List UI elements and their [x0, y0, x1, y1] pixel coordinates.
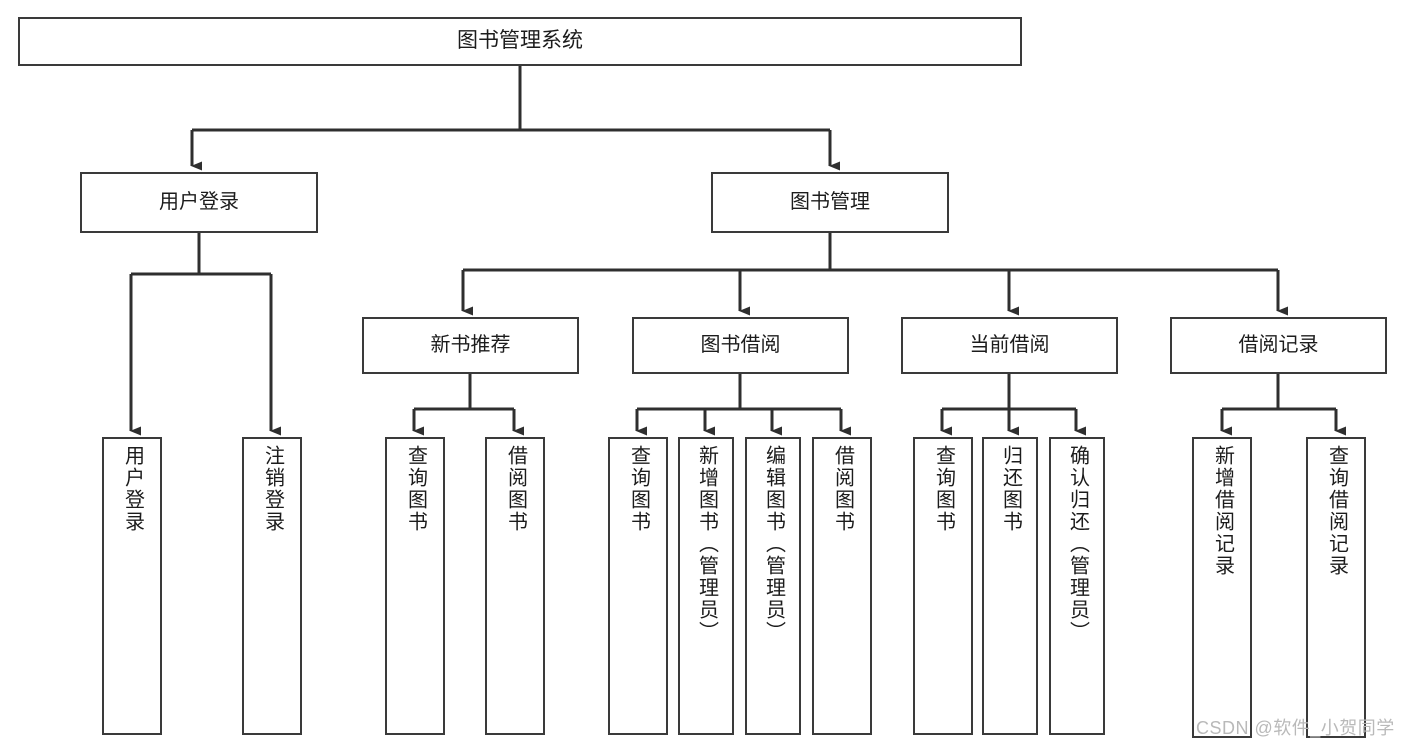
node-label: 用户登录	[159, 191, 239, 213]
leaf-current-confirm-return-admin[interactable]: 确认归还（管理员）	[1049, 437, 1105, 735]
leaf-user-login-logout[interactable]: 注销登录	[242, 437, 302, 735]
node-borrow-record[interactable]: 借阅记录	[1170, 317, 1387, 374]
leaf-borrow-add-book-admin[interactable]: 新增图书（管理员）	[678, 437, 734, 735]
node-current-borrow[interactable]: 当前借阅	[901, 317, 1118, 374]
watermark-text: CSDN @软件_小贺同学	[1196, 718, 1395, 738]
node-label: 图书管理系统	[457, 29, 583, 53]
node-root-system[interactable]: 图书管理系统	[18, 17, 1022, 66]
node-new-book-recommend[interactable]: 新书推荐	[362, 317, 579, 374]
node-label: 借阅记录	[1238, 334, 1319, 356]
leaf-label: 新增借阅记录	[1211, 445, 1234, 577]
leaf-label: 查询图书	[404, 445, 427, 533]
leaf-label: 确认归还（管理员）	[1066, 445, 1089, 643]
leaf-user-login-login[interactable]: 用户登录	[102, 437, 162, 735]
node-book-management[interactable]: 图书管理	[711, 172, 949, 233]
leaf-label: 查询图书	[932, 445, 955, 533]
leaf-label: 借阅图书	[831, 445, 854, 533]
leaf-new-book-query[interactable]: 查询图书	[385, 437, 445, 735]
node-book-borrow[interactable]: 图书借阅	[632, 317, 849, 374]
leaf-label: 新增图书（管理员）	[695, 445, 718, 643]
leaf-current-query-book[interactable]: 查询图书	[913, 437, 973, 735]
leaf-record-add-record[interactable]: 新增借阅记录	[1192, 437, 1252, 738]
node-label: 图书管理	[790, 191, 870, 213]
leaf-current-return-book[interactable]: 归还图书	[982, 437, 1038, 735]
leaf-label: 借阅图书	[504, 445, 527, 533]
leaf-label: 用户登录	[121, 445, 144, 533]
leaf-record-query-record[interactable]: 查询借阅记录	[1306, 437, 1366, 738]
node-label: 当前借阅	[969, 334, 1050, 356]
leaf-label: 编辑图书（管理员）	[762, 445, 785, 643]
leaf-borrow-edit-book-admin[interactable]: 编辑图书（管理员）	[745, 437, 801, 735]
leaf-new-book-borrow[interactable]: 借阅图书	[485, 437, 545, 735]
leaf-label: 归还图书	[999, 445, 1022, 533]
leaf-label: 查询图书	[627, 445, 650, 533]
leaf-borrow-borrow-book[interactable]: 借阅图书	[812, 437, 872, 735]
leaf-label: 注销登录	[261, 445, 284, 533]
node-user-login[interactable]: 用户登录	[80, 172, 318, 233]
csdn-watermark: CSDN @软件_小贺同学	[1196, 714, 1395, 740]
leaf-label: 查询借阅记录	[1325, 445, 1348, 577]
node-label: 新书推荐	[430, 334, 511, 356]
node-label: 图书借阅	[700, 334, 781, 356]
leaf-borrow-query-book[interactable]: 查询图书	[608, 437, 668, 735]
